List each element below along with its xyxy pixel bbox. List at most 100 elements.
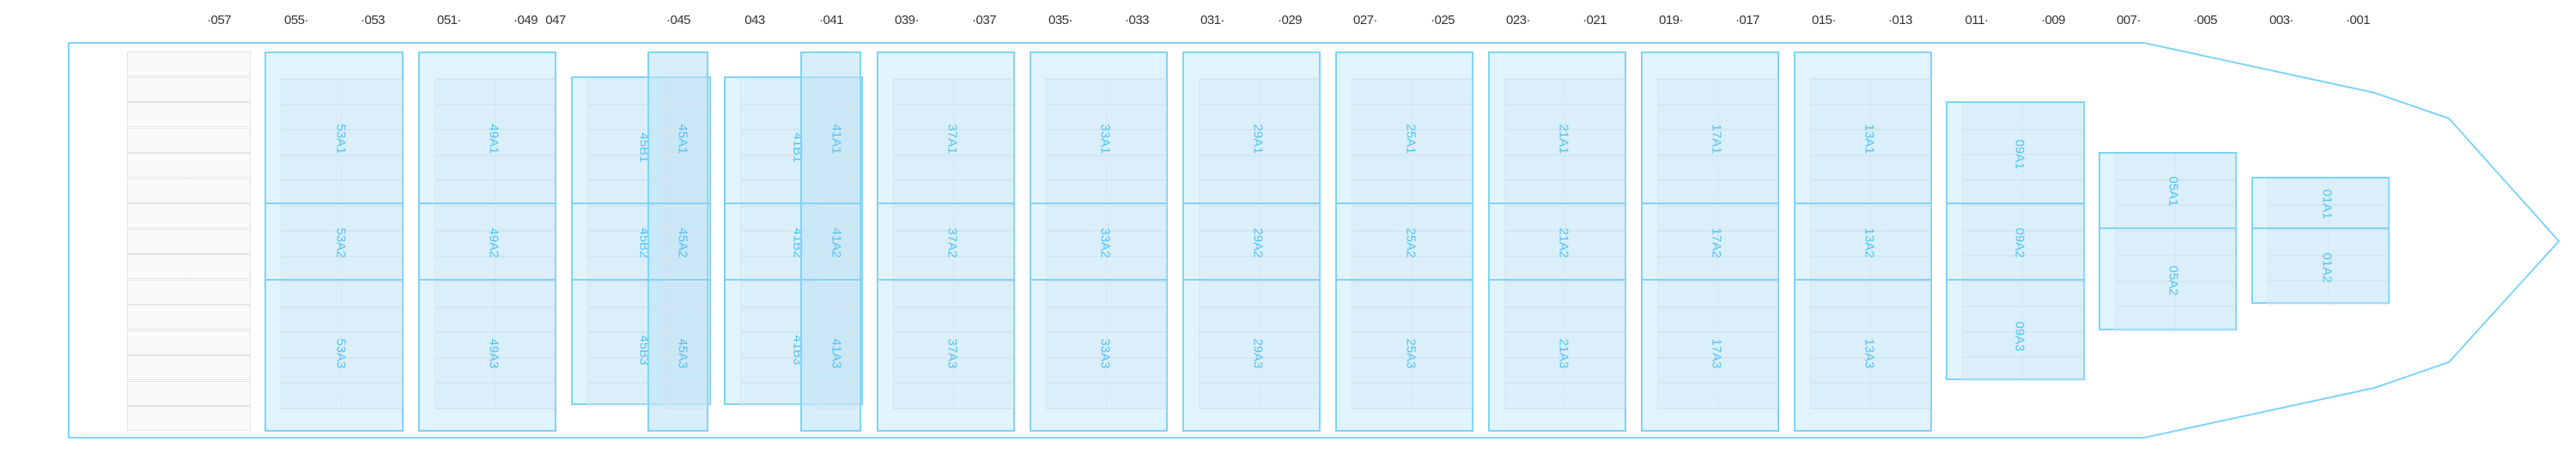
- bay-tick-label: 051·: [436, 13, 462, 27]
- tier-label-29A1: 29A1: [1250, 124, 1266, 154]
- bay-tick-label: 039·: [894, 13, 920, 27]
- tier-label-21A2: 21A2: [1556, 227, 1571, 258]
- tier-divider: [1182, 279, 1321, 281]
- row-line: [1810, 407, 1930, 409]
- bay-inner-grid: [434, 78, 556, 407]
- deck-row: [127, 380, 251, 406]
- aft-deck-area: [127, 51, 251, 432]
- bay-centerline: [1564, 78, 1565, 407]
- bay-inner-grid: [1657, 78, 1778, 407]
- deck-row: [127, 355, 251, 380]
- tier-divider: [800, 203, 861, 204]
- row-line: [817, 78, 860, 80]
- row-line: [817, 129, 860, 130]
- tier-divider: [1794, 203, 1932, 204]
- tier-label-09A3: 09A3: [2012, 321, 2027, 352]
- row-line: [664, 356, 707, 359]
- bay-centerline: [341, 78, 342, 407]
- tier-divider: [264, 203, 404, 204]
- row-line: [1657, 407, 1777, 409]
- tier-label-21A3: 21A3: [1556, 338, 1571, 369]
- bay-tick-label: ·021: [1582, 13, 1607, 27]
- tier-divider: [1641, 279, 1779, 281]
- tier-divider: [1946, 203, 2085, 204]
- row-line: [664, 382, 707, 384]
- bay-tick-label: 003·: [2269, 13, 2294, 27]
- bay-tick-label: ·037: [971, 13, 997, 27]
- deck-row: [127, 305, 251, 330]
- bay-inner-grid: [1810, 78, 1931, 407]
- deck-row: [127, 279, 251, 305]
- tier-label-53A1: 53A1: [333, 124, 349, 154]
- bay-tick-label: 011·: [1965, 13, 1989, 27]
- tier-label-37A1: 37A1: [945, 124, 960, 154]
- row-line: [1199, 407, 1319, 409]
- row-line: [817, 154, 860, 156]
- tier-divider: [571, 203, 711, 204]
- tier-divider: [724, 203, 863, 204]
- row-line: [817, 179, 860, 181]
- tier-divider: [571, 279, 711, 281]
- tier-label-41A2: 41A2: [829, 227, 844, 258]
- row-line: [817, 331, 860, 333]
- deck-row: [127, 51, 251, 76]
- tier-divider: [877, 203, 1015, 204]
- row-line: [664, 255, 707, 257]
- bay-tick-label: 019·: [1658, 13, 1684, 27]
- deck-row: [127, 228, 251, 254]
- tier-label-53A3: 53A3: [333, 338, 349, 369]
- row-line: [1352, 407, 1472, 409]
- tier-divider: [1488, 203, 1626, 204]
- row-line: [817, 407, 860, 409]
- bay-tick-label: ·057: [206, 13, 232, 27]
- tier-divider: [800, 279, 861, 281]
- tier-label-25A2: 25A2: [1403, 227, 1419, 258]
- row-line: [817, 103, 860, 106]
- row-line: [893, 407, 1013, 409]
- row-line: [664, 129, 707, 130]
- row-line: [664, 204, 707, 207]
- tier-divider: [2251, 227, 2390, 229]
- tier-label-33A2: 33A2: [1097, 227, 1113, 258]
- bay-centerline: [2022, 103, 2023, 382]
- tier-label-45A1: 45A1: [675, 124, 690, 154]
- tier-label-49A2: 49A2: [486, 227, 501, 258]
- deck-row: [127, 127, 251, 153]
- tier-divider: [418, 279, 556, 281]
- tier-label-49A1: 49A1: [486, 124, 501, 154]
- bay-tick-label: ·029: [1277, 13, 1303, 27]
- tier-label-45A2: 45A2: [675, 227, 690, 258]
- tier-label-41A3: 41A3: [829, 338, 844, 369]
- bay-tick-label: 043: [744, 13, 765, 27]
- row-line: [664, 407, 707, 409]
- bay-inner-grid: [1199, 78, 1320, 407]
- row-line: [664, 281, 707, 282]
- deck-row: [127, 406, 251, 431]
- tier-divider: [1335, 279, 1473, 281]
- bay-tick-label: 035·: [1048, 13, 1073, 27]
- row-line: [817, 382, 860, 384]
- bay-inner-grid: [2268, 179, 2389, 306]
- tier-label-09A2: 09A2: [2012, 227, 2027, 258]
- bay-tick-label: ·053: [360, 13, 386, 27]
- tier-divider: [724, 279, 863, 281]
- deck-row: [127, 153, 251, 178]
- bay-inner-grid: [664, 78, 708, 407]
- row-line: [1504, 407, 1625, 409]
- tier-label-09A1: 09A1: [2012, 139, 2027, 170]
- bay-tick-label: 047: [545, 13, 566, 27]
- row-line: [817, 204, 860, 207]
- tier-divider: [1182, 203, 1321, 204]
- bay-tick-label: 031·: [1200, 13, 1225, 27]
- bay-tick-label: 007·: [2116, 13, 2142, 27]
- bay-centerline: [1411, 78, 1413, 407]
- bay-tick-label: 015·: [1811, 13, 1837, 27]
